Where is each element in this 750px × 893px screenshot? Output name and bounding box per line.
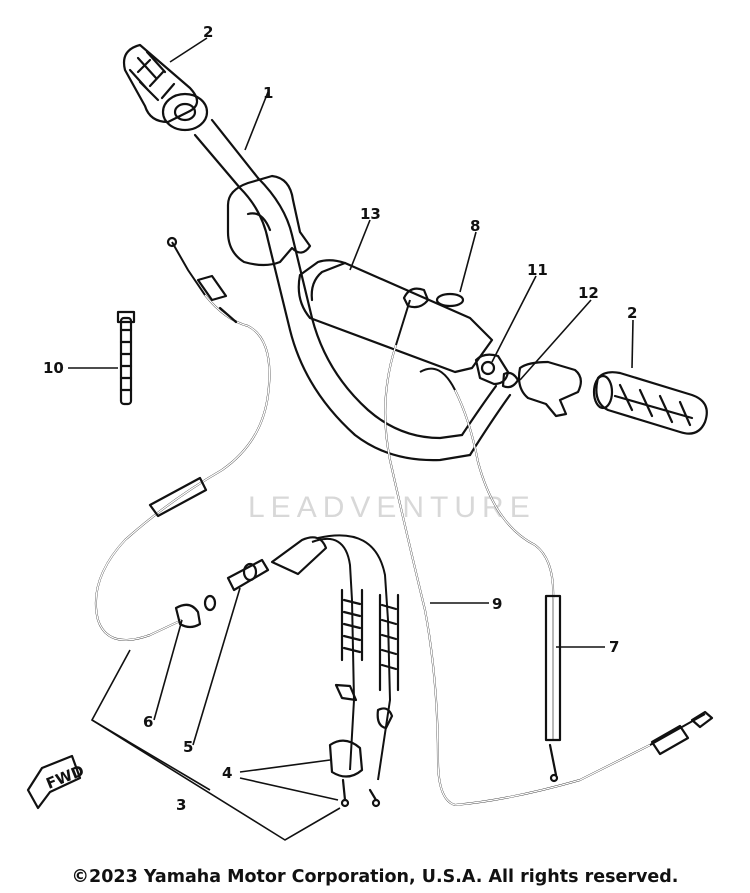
callout-7: 7 (609, 638, 619, 656)
handlebar (193, 118, 512, 462)
callout-3: 3 (176, 796, 186, 814)
callout-9: 9 (492, 595, 502, 613)
copyright-notice: ©2023 Yamaha Motor Corporation, U.S.A. A… (71, 867, 679, 887)
callout-8: 8 (470, 217, 480, 235)
right-lever-bracket (501, 360, 582, 418)
callout-12: 12 (578, 284, 599, 302)
callout-1: 1 (263, 84, 273, 102)
watermark-text: LEADVENTURE (248, 491, 536, 524)
fwd-arrow-icon: FWD (26, 754, 87, 810)
left-grip (122, 43, 209, 132)
callout-11: 11 (527, 261, 548, 279)
leader-lines (68, 37, 634, 801)
cable-assembly-center (226, 534, 400, 808)
throttle-assembly (474, 353, 510, 386)
callout-6: 6 (143, 713, 153, 731)
callout-4: 4 (222, 764, 232, 782)
fwd-label: FWD (44, 761, 87, 792)
callout-2-right: 2 (627, 304, 637, 322)
cable-clamp (402, 287, 465, 309)
callout-5: 5 (183, 738, 193, 756)
throttle-cable (419, 367, 562, 783)
callout-10: 10 (43, 359, 64, 377)
band-part (116, 310, 136, 406)
callout-13: 13 (360, 205, 381, 223)
group-bracket (90, 649, 341, 841)
speedometer-cable (384, 299, 714, 807)
callout-labels: 1 2 2 3 4 5 6 7 8 9 10 11 12 13 (43, 23, 637, 814)
callout-2-left: 2 (203, 23, 213, 41)
clutch-cable (94, 236, 271, 641)
right-grip (592, 371, 708, 435)
